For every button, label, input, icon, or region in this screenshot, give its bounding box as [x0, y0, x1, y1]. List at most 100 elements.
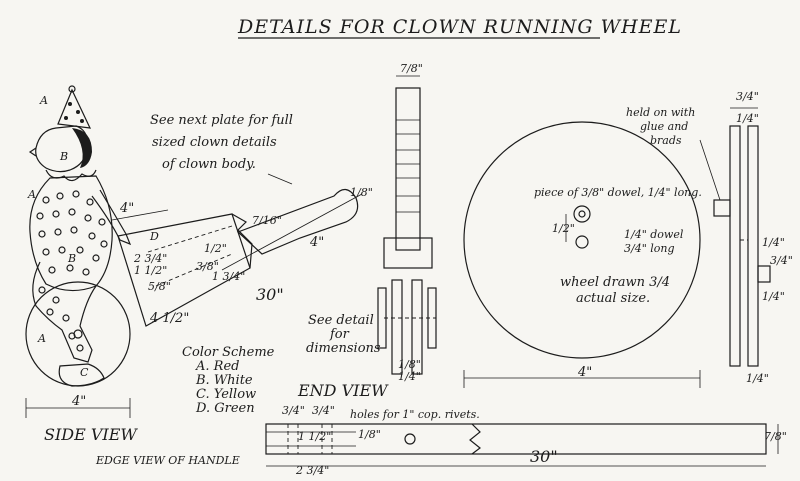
- clown-nose: [28, 147, 37, 157]
- letter-hat: A: [39, 94, 48, 107]
- dim-side-7-16: 7/16": [252, 214, 282, 227]
- clown-hat: [57, 88, 92, 129]
- clown-figure: A B A B A C D: [27, 85, 159, 387]
- dim-edge-2-3-4: 2 3/4": [295, 464, 329, 477]
- dowel-3-8-center: [578, 210, 586, 218]
- note-held-3: brads: [650, 134, 682, 147]
- letter-handle: D: [149, 230, 159, 243]
- dim-right-3-4: 3/4": [736, 90, 759, 103]
- clown-shoe: [58, 363, 105, 387]
- dim-side-5-8: 5/8": [148, 280, 171, 293]
- dim-edge-1-8: 1/8": [358, 428, 381, 441]
- dim-wheel-4: 4": [577, 365, 592, 380]
- dim-handle-30: 30": [256, 285, 284, 304]
- clown-body: [29, 175, 113, 292]
- note-next-plate-1: See next plate for full: [150, 113, 293, 128]
- color-scheme-heading: Color Scheme: [182, 345, 275, 360]
- dowel-1-4: [575, 235, 589, 249]
- side-handle: [117, 188, 359, 327]
- dim-side-2-3-4: 2 3/4": [133, 252, 167, 265]
- label-end-view: END VIEW: [297, 381, 389, 400]
- letter-pants: B: [67, 252, 76, 265]
- dim-end-1-8-side: 1/8": [350, 186, 373, 199]
- dim-side-4-bottom: 4": [71, 394, 86, 409]
- label-edge-view: EDGE VIEW OF HANDLE: [95, 454, 240, 467]
- dim-right-1-4d: 1/4": [746, 372, 769, 385]
- large-wheel: 1/2" piece of 3/8" dowel, 1/4" long. 1/4…: [463, 121, 702, 388]
- dim-side-3-8: 3/8": [196, 260, 219, 273]
- clown-leg: [32, 261, 97, 363]
- handle-grip: [236, 188, 359, 255]
- dim-edge-3-4a: 3/4": [282, 404, 305, 417]
- plate-title: DETAILS FOR CLOWN RUNNING WHEEL: [237, 16, 682, 38]
- dim-side-1-3-4: 1 3/4": [212, 270, 245, 283]
- dim-edge-1-half: 1 1/2": [298, 430, 331, 443]
- dim-wheel-1-2: 1/2": [552, 222, 575, 235]
- color-b: B. White: [195, 373, 253, 388]
- dim-right-1-4b: 1/4": [762, 236, 785, 249]
- note-wheel-scale-1: wheel drawn 3/4: [560, 275, 670, 290]
- color-scheme: Color Scheme A. Red B. White C. Yellow D…: [182, 345, 275, 416]
- note-see-detail-3: dimensions: [306, 341, 381, 356]
- hat-pompom: [68, 85, 76, 93]
- edge-dowel-outer: [713, 199, 731, 217]
- color-a: A. Red: [195, 359, 239, 374]
- end-handle: [395, 87, 421, 251]
- dowel-3-8: [573, 205, 591, 223]
- clown-hair: [72, 128, 92, 168]
- end-wheel-right: [411, 279, 423, 375]
- note-wheel-scale-2: actual size.: [576, 291, 650, 306]
- edge-hole: [404, 433, 416, 445]
- dim-end-1-8: 1/8": [398, 358, 421, 371]
- clown-collar: [45, 169, 97, 182]
- wheel-edge-view: 3/4" 1/4" 1/4" 1/4" 3/4" 1/4" held on wi…: [626, 90, 793, 385]
- note-next-plate-3: of clown body.: [162, 157, 256, 172]
- side-wheel: [25, 281, 131, 387]
- dim-side-4-half: 4 1/2": [149, 311, 189, 326]
- dim-right-1-4c: 1/4": [762, 290, 785, 303]
- letter-wheel: A: [37, 332, 46, 345]
- dim-side-1-half: 1 1/2": [134, 264, 167, 277]
- dim-end-1-4: 1/4": [398, 370, 421, 383]
- letter-body: A: [27, 188, 36, 201]
- note-see-detail-2: for: [329, 327, 350, 342]
- note-dowel-1: 1/4" dowel: [624, 228, 684, 241]
- dim-right-3-4b: 3/4": [770, 254, 793, 267]
- edge-plate-left: [729, 125, 741, 367]
- handle-break-left: [231, 213, 253, 269]
- side-wheel-hub: [73, 329, 83, 339]
- note-held-1: held on with: [626, 106, 695, 119]
- note-dowel-piece: piece of 3/8" dowel, 1/4" long.: [534, 186, 702, 199]
- dim-handle-4: 4": [309, 235, 324, 250]
- label-side-view: SIDE VIEW: [44, 425, 138, 444]
- note-holes: holes for 1" cop. rivets.: [350, 408, 480, 421]
- note-held-2: glue and: [640, 120, 688, 133]
- letter-shoe: C: [80, 366, 89, 379]
- dim-end-7-8: 7/8": [400, 62, 423, 75]
- dim-edge-30: 30": [530, 447, 558, 466]
- dim-side-1-2: 1/2": [204, 242, 227, 255]
- note-see-detail-1: See detail: [308, 313, 374, 328]
- color-c: C. Yellow: [196, 387, 256, 402]
- dim-right-1-4a: 1/4": [736, 112, 759, 125]
- edge-dowel-inner: [757, 265, 771, 283]
- note-dowel-2: 3/4" long: [624, 242, 675, 255]
- note-next-plate-2: sized clown details: [152, 135, 277, 150]
- end-view: 7/8" 1/4" 1/8": [377, 62, 437, 383]
- letter-face: B: [59, 150, 68, 163]
- edge-handle-bar: [265, 423, 767, 455]
- clown-spots: [36, 190, 108, 352]
- wheel-outline: [463, 121, 701, 359]
- end-wheel-left: [391, 279, 403, 375]
- handle-edge-view: 3/4" 3/4" 1 1/2" 1/8" holes for 1" cop. …: [265, 404, 787, 477]
- dim-side-4-top: 4": [119, 201, 134, 216]
- edge-plate-right: [747, 125, 759, 367]
- clown-arm: [91, 189, 132, 246]
- dim-edge-7-8: 7/8": [764, 430, 787, 443]
- dim-edge-3-4b: 3/4": [312, 404, 335, 417]
- color-d: D. Green: [195, 401, 255, 416]
- edge-break: [469, 423, 481, 455]
- end-bracket: [383, 237, 433, 269]
